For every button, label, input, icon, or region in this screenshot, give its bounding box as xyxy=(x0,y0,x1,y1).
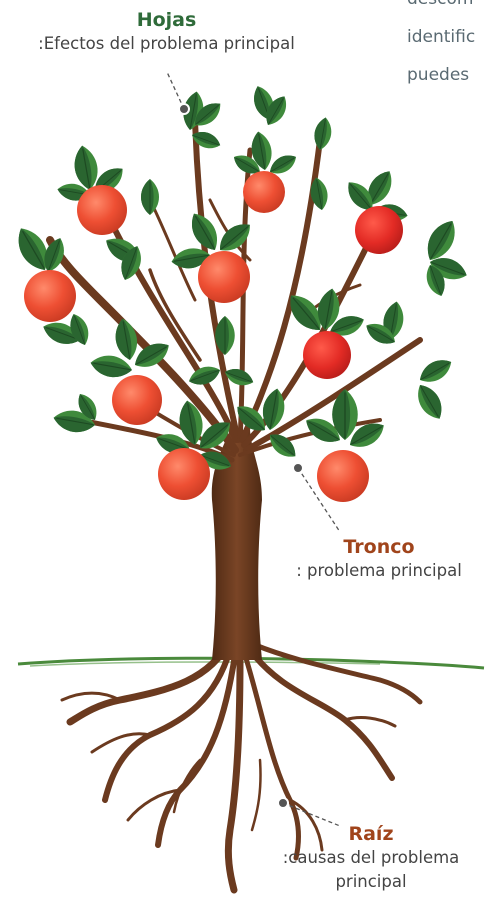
leader-hojas xyxy=(167,72,189,114)
raiz-subtitle-line-2: principal xyxy=(253,870,489,894)
hojas-title: Hojas xyxy=(0,8,333,32)
raiz-title: Raíz xyxy=(253,822,489,846)
label-hojas: Hojas :Efectos del problema principal xyxy=(0,8,333,56)
label-tronco: Tronco : problema principal xyxy=(265,535,493,583)
tronco-title: Tronco xyxy=(265,535,493,559)
tronco-subtitle: : problema principal xyxy=(265,559,493,583)
label-raiz: Raíz :causas del problema principal xyxy=(253,822,489,894)
raiz-subtitle-line-1: :causas del problema xyxy=(253,846,489,870)
hojas-subtitle: :Efectos del problema principal xyxy=(0,32,333,56)
